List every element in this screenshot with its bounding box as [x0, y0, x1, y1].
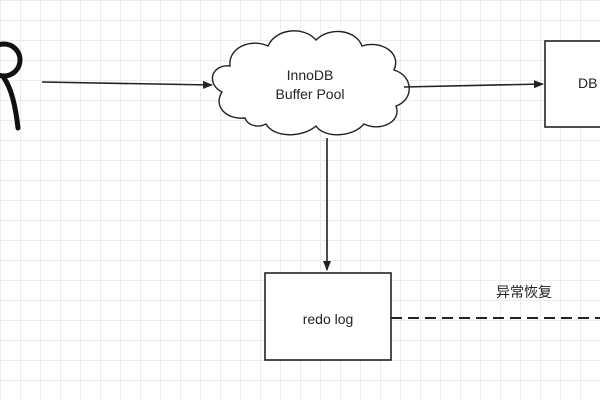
arrow-user-to-buffer-pool [41, 80, 213, 89]
redo-log-label: redo log [302, 311, 354, 327]
db-box [544, 40, 600, 128]
buffer-pool-label: InnoDB Buffer Pool [250, 66, 370, 104]
buffer-pool-label-line2: Buffer Pool [275, 86, 345, 102]
buffer-pool-cloud [211, 30, 410, 136]
recovery-edge-label: 异常恢复 [496, 285, 552, 301]
buffer-pool-label-line1: InnoDB [286, 67, 334, 83]
arrow-buffer-pool-to-db [403, 80, 544, 89]
redo-log-box [264, 272, 392, 361]
db-label: DB [578, 75, 598, 91]
person-icon [0, 41, 23, 131]
